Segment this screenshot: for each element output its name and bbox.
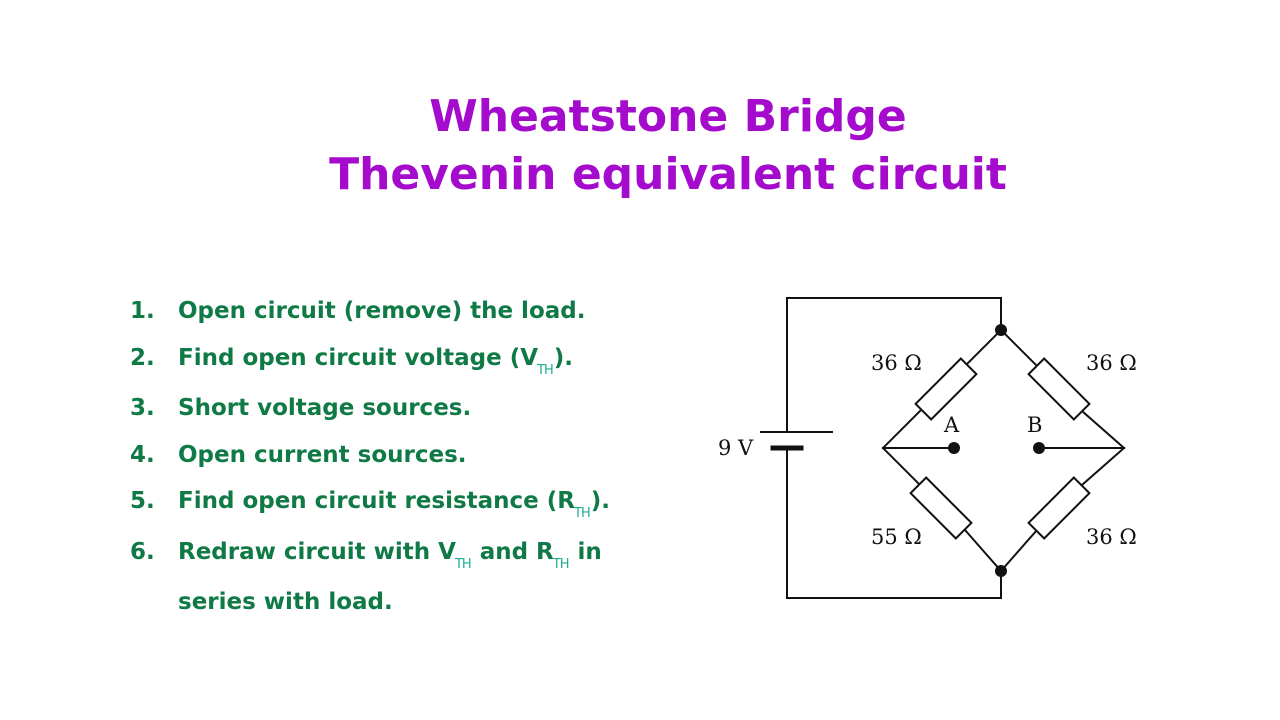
wire-tl-b [881,409,922,450]
step-1: 1. Open circuit (remove) the load. [128,288,610,335]
resistor-bottom-left [909,476,973,540]
resistor-top-left-label: 36 Ω [871,351,922,375]
wire-tl-a [963,328,1003,368]
source-voltage-label: 9 V [718,436,754,460]
step-number: 3. [130,395,155,421]
title-line-2: Thevenin equivalent circuit [329,149,1007,200]
junction-top-dot [995,324,1007,336]
wire-left-lower [786,447,1002,599]
step-text-continuation: series with load. [178,589,393,615]
step-text: Open current sources. [178,441,467,468]
resistor-top-right [1027,357,1091,421]
node-a-label: A [943,413,960,437]
step-3: 3. Short voltage sources. [128,385,610,432]
resistor-bottom-left-label: 55 Ω [871,525,922,549]
junction-bottom-dot [995,565,1007,577]
wire-br-b [999,528,1039,573]
node-b-label: B [1027,413,1042,437]
wire-bl-a [881,446,922,487]
wheatstone-bridge-diagram: 9 V 36 Ω 36 Ω 55 Ω 36 Ω A B [718,297,1137,599]
subscript-th: TH [574,506,591,521]
step-number: 5. [130,488,155,514]
terminal-a-dot [948,442,960,454]
step-text: Find open circuit resistance (R [178,488,575,514]
terminal-b-dot [1033,442,1045,454]
wire-br-a [1080,446,1126,487]
step-text-end: ). [590,488,610,514]
resistor-top-right-label: 36 Ω [1086,351,1137,375]
step-number: 2. [130,344,155,371]
step-4: 4. Open current sources. [128,432,610,479]
wire-top [786,297,1002,331]
resistor-bottom-right-label: 36 Ω [1086,525,1137,549]
step-text: Find open circuit voltage (V [178,344,539,371]
step-text-end: in [569,538,602,565]
subscript-th: TH [537,362,554,378]
title-line-1: Wheatstone Bridge [429,91,907,142]
resistor-top-left [914,357,978,421]
step-2: 2. Find open circuit voltage (VTH). [128,335,610,386]
step-number: 4. [130,441,155,468]
resistor-bottom-right [1027,476,1091,540]
step-6: 6. Redraw circuit with VTH and RTH in se… [128,529,610,626]
step-text-end: ). [553,344,573,371]
step-text-mid: and R [471,538,554,565]
step-number: 1. [130,298,155,324]
step-5: 5. Find open circuit resistance (RTH). [128,478,610,529]
slide-title: Wheatstone Bridge Thevenin equivalent ci… [0,88,1280,204]
step-text: Redraw circuit with V [178,538,456,565]
subscript-th: TH [552,556,570,572]
wire-tr-b [1080,409,1126,450]
step-text: Short voltage sources. [178,395,472,421]
subscript-th: TH [454,556,472,572]
step-number: 6. [130,538,155,565]
wire-tr-a [999,328,1039,368]
step-text: Open circuit (remove) the load. [178,298,586,324]
wire-bl-b [963,528,1003,573]
thevenin-steps-list: 1. Open circuit (remove) the load. 2. Fi… [128,288,610,626]
